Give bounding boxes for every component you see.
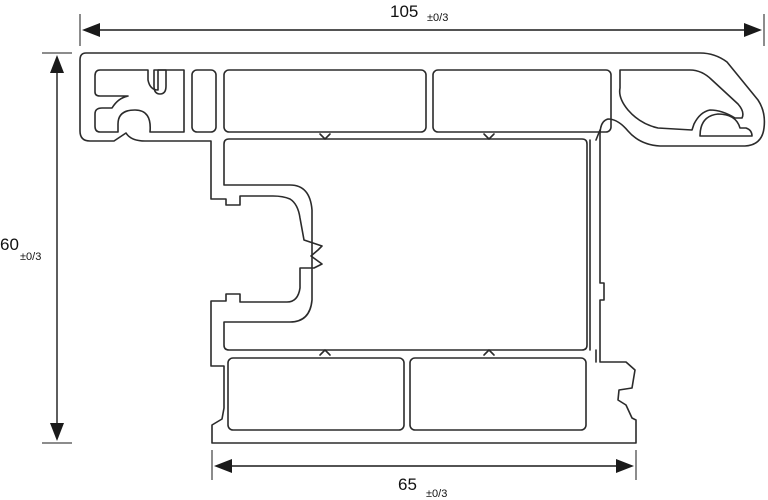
top-right-hook [699,113,753,137]
bottom-arrow-left [214,459,232,473]
bottom-arrow-right [616,459,634,473]
wall-notch-1 [319,133,331,140]
profile-section [79,52,766,444]
profile-outer-outline [79,52,766,444]
narrow-chamber [191,69,217,133]
central-chamber [223,138,588,351]
wall-notch-3 [319,349,331,356]
dimension-top-width: 105 ±0/3 [79,2,765,46]
right-wall-chamber [589,129,601,363]
top-left-slot [153,69,167,95]
top-arrow-right [744,23,762,37]
top-chamber-2 [432,69,612,133]
bottom-width-value: 65 [398,475,417,494]
top-chamber-1 [223,69,427,133]
top-left-chamber [94,69,185,133]
bottom-chamber-2 [409,357,587,431]
top-width-tolerance: ±0/3 [427,12,448,24]
dimension-left-height: 60 ±0/3 [0,52,72,444]
wall-notch-4 [483,349,495,356]
bottom-width-tolerance: ±0/3 [426,488,447,500]
left-arrow-top [50,55,64,73]
top-arrow-left [82,23,100,37]
dimension-bottom-width: 65 ±0/3 [211,450,637,500]
bottom-chamber-1 [227,357,405,431]
wall-notch-2 [483,133,495,140]
top-width-value: 105 [390,2,418,21]
top-right-chamber [618,69,744,131]
left-height-tolerance: ±0/3 [20,251,41,263]
left-height-value: 60 [0,235,19,254]
left-arrow-bottom [50,423,64,441]
